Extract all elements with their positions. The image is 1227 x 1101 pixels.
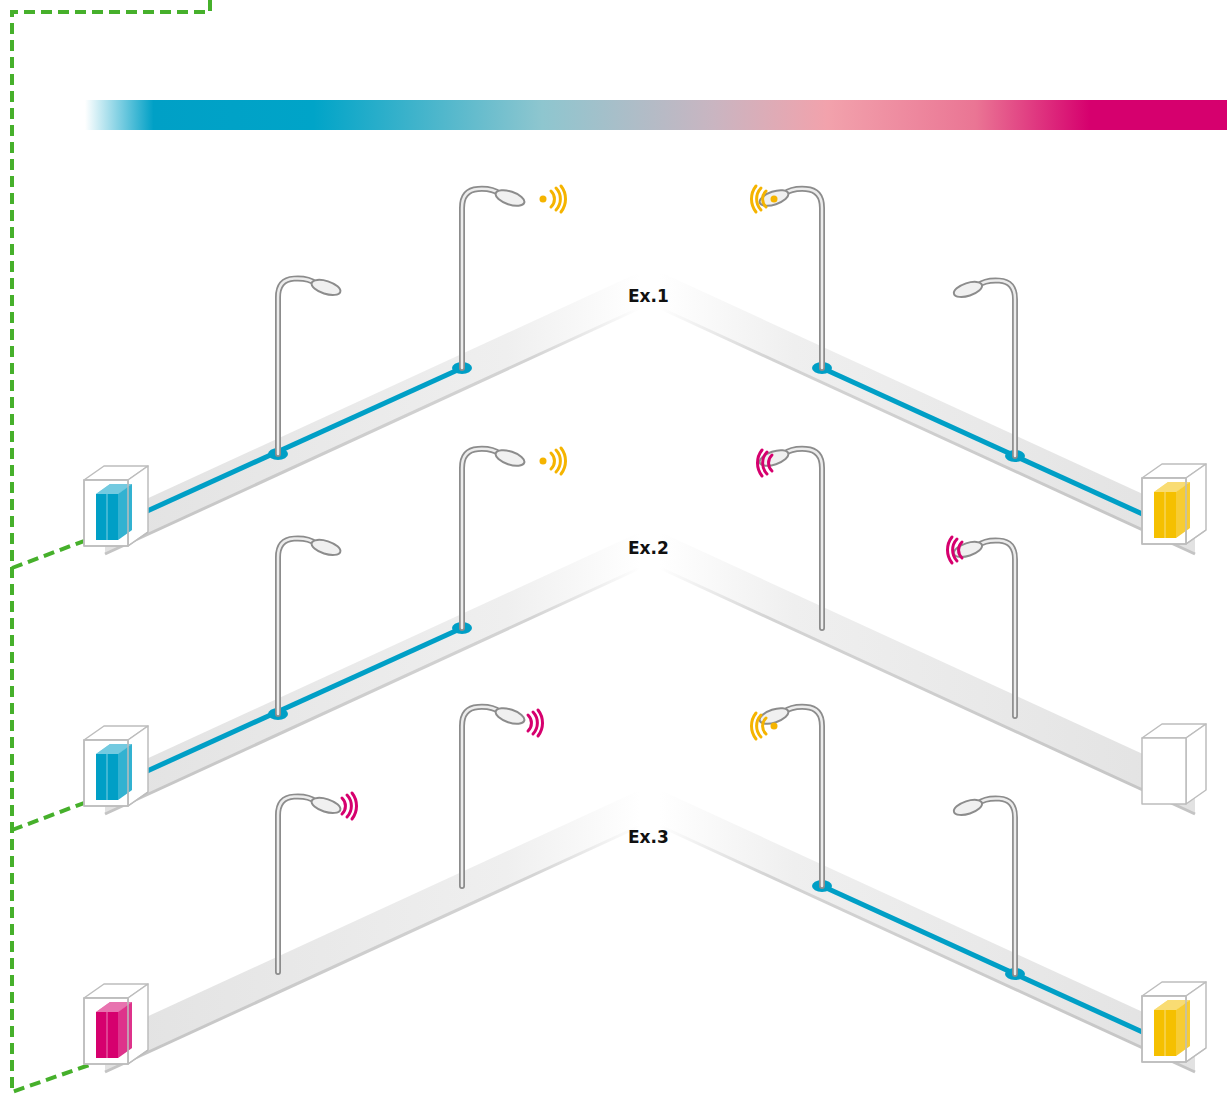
example-2 [84,447,1206,814]
example-3 [84,705,1206,1072]
example-label-text: Ex.1 [628,286,669,306]
dashed-link [12,0,210,1092]
example-1 [84,186,1206,554]
example-label: Ex.1 [628,287,669,306]
example-label-text: Ex.2 [628,538,669,558]
example-label: Ex.2 [628,539,669,558]
example-label: Ex.3 [628,828,669,847]
example-label-text: Ex.3 [628,827,669,847]
gradient-bar [85,100,1227,130]
